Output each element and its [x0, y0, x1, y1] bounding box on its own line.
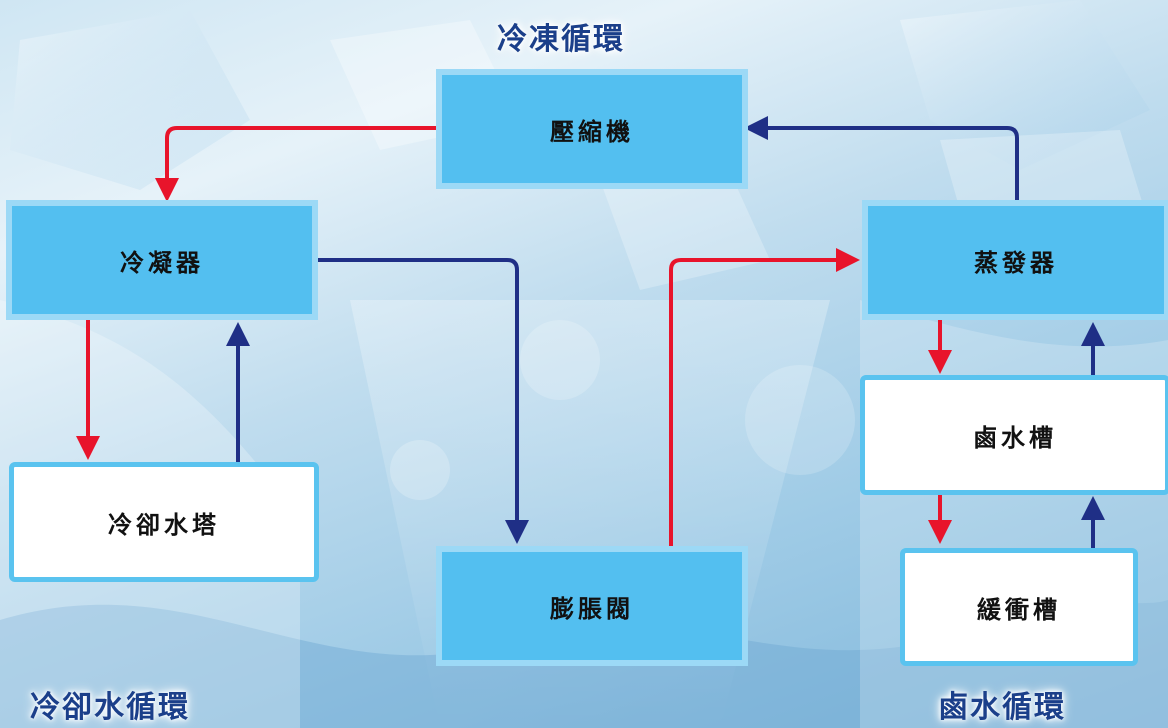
- refrigeration-cycle-title: 冷凍循環: [497, 22, 625, 57]
- brine-cycle-title: 鹵水循環: [938, 690, 1066, 725]
- condenser-node: 冷凝器: [6, 200, 318, 320]
- cooling-tower-node: 冷卻水塔: [9, 462, 319, 582]
- brine-tank-node: 鹵水槽: [860, 375, 1168, 495]
- buffer-tank-node: 緩衝槽: [900, 548, 1138, 666]
- expansion-valve-node: 膨脹閥: [436, 546, 748, 666]
- compressor-node: 壓縮機: [436, 69, 748, 189]
- arrow-compressor-to-condenser: [155, 126, 444, 202]
- cooling-water-cycle-title: 冷卻水循環: [30, 690, 190, 725]
- evaporator-node: 蒸發器: [862, 200, 1168, 320]
- arrow-condenser-to-expansion-valve: [316, 258, 529, 544]
- arrow-evaporator-to-compressor: [744, 116, 1019, 204]
- arrow-expansion-valve-to-evaporator: [669, 248, 860, 546]
